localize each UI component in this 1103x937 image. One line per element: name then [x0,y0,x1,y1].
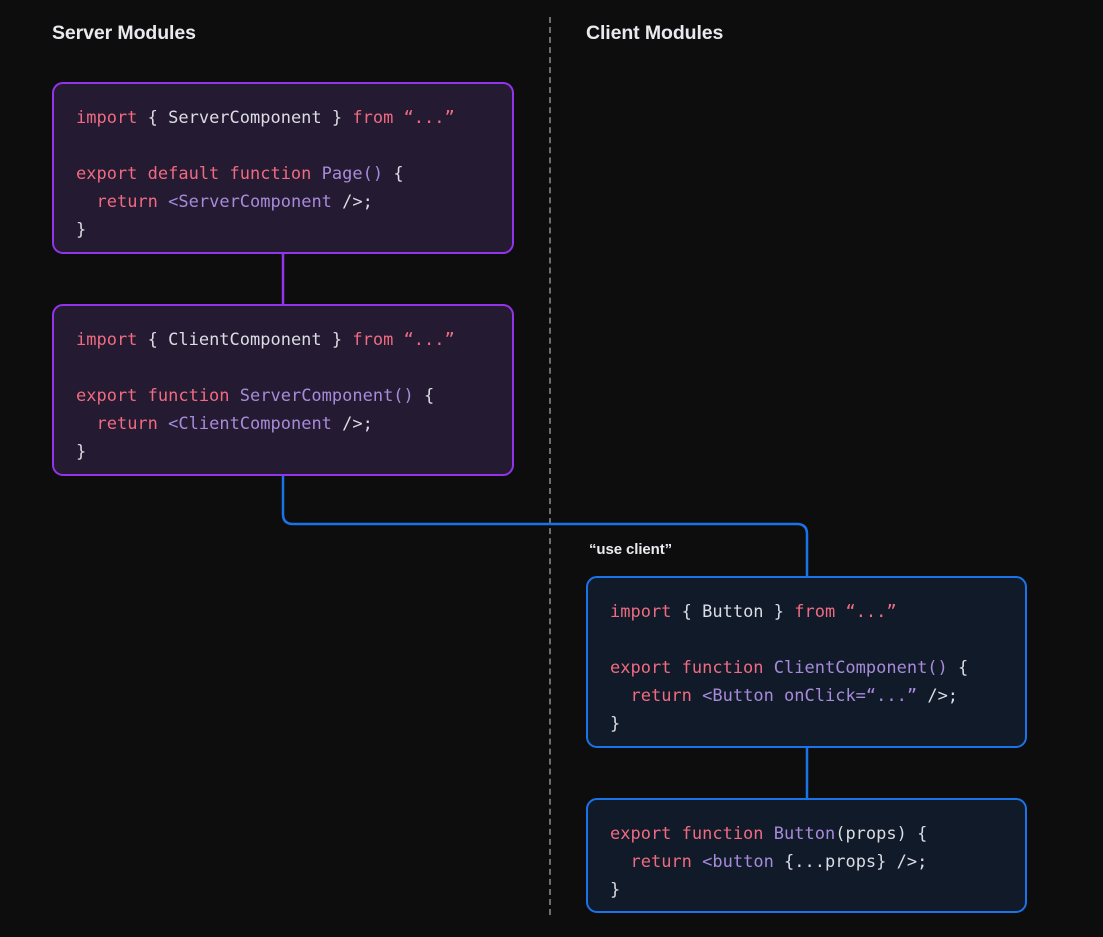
code-token-kw: from [352,108,394,128]
code-token-kw: export function [610,824,764,844]
code-token-comp: Button [773,824,836,844]
connector-servercomponent-to-clientcomponent [281,476,809,576]
code-token-plain [692,686,702,706]
client-modules-heading: Client Modules [586,22,724,44]
code-line: return <Button onClick=“...” />; [610,682,1003,710]
code-line: import { Button } from “...” [610,598,1003,626]
code-token-plain: { ClientComponent } [137,330,353,350]
code-token-plain: />; [331,414,373,434]
code-line: return <button {...props} />; [610,848,1003,876]
code-token-comp: ClientComponent() [773,658,948,678]
code-token-comp: <button [702,852,774,872]
code-token-plain: } [76,220,87,240]
code-block-clientcomponent: import { Button } from “...” export funct… [586,576,1027,748]
code-token-plain [76,414,96,434]
code-token-kw: return [96,192,158,212]
code-line: } [76,216,490,244]
code-token-plain [158,414,168,434]
code-line: return <ServerComponent />; [76,188,490,216]
code-token-plain: { [413,386,435,406]
code-token-comp: <ServerComponent [168,192,332,212]
code-token-plain [311,164,321,184]
code-token-plain [393,108,403,128]
code-line: } [610,876,1003,904]
code-line: export default function Page() { [76,160,490,188]
code-token-plain [764,658,774,678]
code-token-plain: } [610,880,621,900]
code-token-plain: } [76,442,87,462]
code-block-page: import { ServerComponent } from “...” exp… [52,82,514,254]
code-token-plain [692,852,702,872]
code-token-kw: return [630,686,692,706]
code-token-plain [76,192,96,212]
code-token-plain [158,192,168,212]
code-token-plain: (props) { [835,824,928,844]
use-client-directive-label: “use client” [589,541,672,558]
code-token-plain [764,824,774,844]
code-token-plain: } [610,714,621,734]
code-token-plain: {...props} />; [773,852,928,872]
code-token-plain [835,602,845,622]
code-token-kw: import [76,108,138,128]
code-blank-line [76,354,490,382]
code-line: export function ClientComponent() { [610,654,1003,682]
code-token-plain: { ServerComponent } [137,108,353,128]
code-token-kw: export function [610,658,764,678]
code-block-button: export function Button(props) { return <… [586,798,1027,913]
code-line: export function ServerComponent() { [76,382,490,410]
code-line: } [76,438,490,466]
code-blank-line [610,626,1003,654]
code-token-plain: { [947,658,969,678]
code-token-kw: import [610,602,672,622]
code-blank-line [76,132,490,160]
code-token-plain: { [383,164,404,184]
code-token-comp: <Button onClick=“...” [702,686,918,706]
code-token-kw: import [76,330,138,350]
code-token-plain: { Button } [671,602,795,622]
code-token-str: “...” [845,602,897,622]
code-token-kw: export function [76,386,230,406]
code-line: import { ClientComponent } from “...” [76,326,490,354]
server-modules-heading: Server Modules [52,22,196,44]
code-token-kw: export default function [76,164,312,184]
module-boundary-divider [549,17,551,915]
code-line: import { ServerComponent } from “...” [76,104,490,132]
code-line: return <ClientComponent />; [76,410,490,438]
code-token-comp: Page() [321,164,384,184]
code-token-plain [393,330,403,350]
code-token-plain [230,386,240,406]
code-block-servercomponent: import { ClientComponent } from “...” exp… [52,304,514,476]
code-token-str: “...” [403,108,455,128]
code-token-comp: ServerComponent() [239,386,414,406]
code-token-kw: return [96,414,158,434]
code-token-kw: return [630,852,692,872]
code-token-plain [610,852,630,872]
code-token-kw: from [352,330,394,350]
code-line: export function Button(props) { [610,820,1003,848]
code-line: } [610,710,1003,738]
code-token-comp: <ClientComponent [168,414,332,434]
code-token-str: “...” [403,330,455,350]
code-token-plain: />; [331,192,373,212]
code-token-plain [610,686,630,706]
code-token-kw: from [794,602,836,622]
code-token-plain: />; [917,686,959,706]
